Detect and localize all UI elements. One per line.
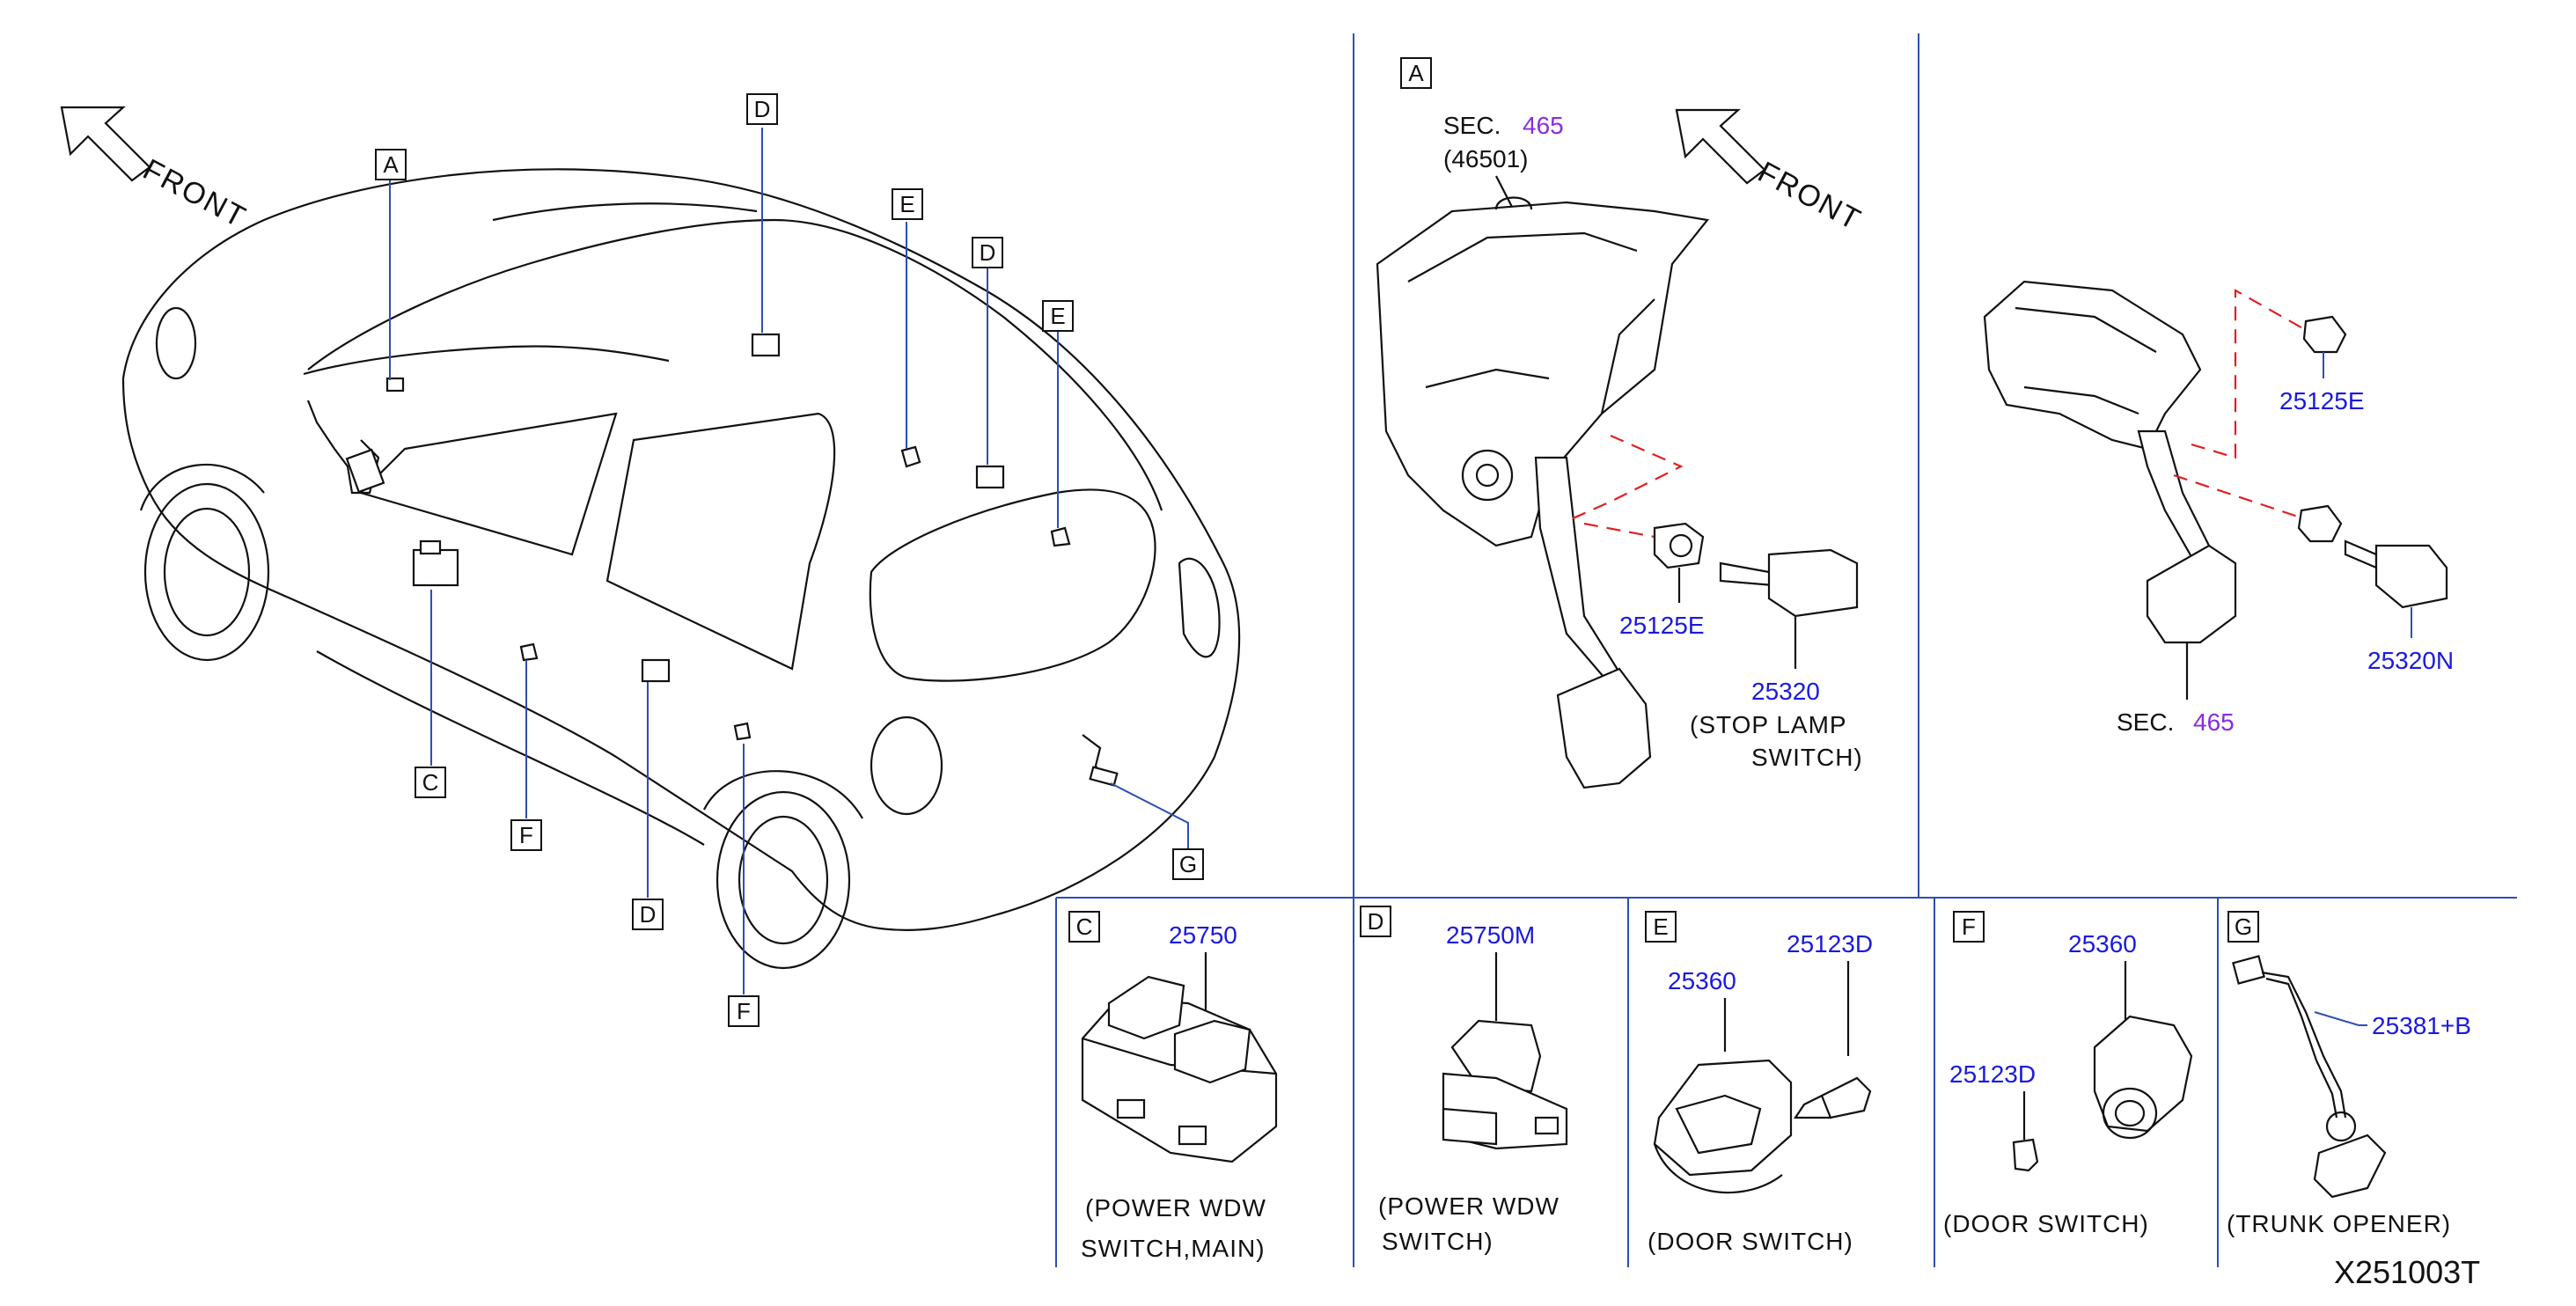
- diagram-code: X251003T: [2334, 1254, 2480, 1290]
- panel-a-sec-sub: (46501): [1443, 145, 1529, 172]
- panel-a-sec-number: 465: [1523, 112, 1564, 139]
- panel-d: D 25750M (POWER WDW SWITCH): [1360, 906, 1568, 1255]
- callout-leaders: [389, 128, 1189, 994]
- panel-d-desc-2: SWITCH): [1382, 1228, 1493, 1255]
- panel-c-desc-1: (POWER WDW: [1085, 1194, 1266, 1222]
- vehicle-outline: [121, 168, 1241, 970]
- panel-g-letter: G: [2235, 913, 2252, 940]
- callout-d-bottom: D: [640, 901, 657, 928]
- panel-dividers: [1055, 33, 2517, 1267]
- panel-e-letter: E: [1653, 913, 1668, 940]
- panel-f-part-b: 25123D: [1949, 1060, 2036, 1088]
- panel-a-variant: SEC. 465 25125E 25320N: [1983, 280, 2454, 736]
- panel-e: E 25360 25123D (DOOR SWITCH): [1645, 911, 1873, 1255]
- panel-c-part: 25750: [1169, 921, 1237, 949]
- panel-f-desc: (DOOR SWITCH): [1943, 1210, 2149, 1237]
- panel-a2-part-25320n: 25320N: [2367, 647, 2454, 674]
- callout-f-bottom: F: [737, 998, 751, 1024]
- callout-e-mid: E: [1050, 303, 1065, 329]
- panel-a-letter: A: [1408, 60, 1424, 86]
- callout-f-left: F: [519, 822, 533, 848]
- front-arrow-main: FRONT: [60, 106, 252, 235]
- panel-c-desc-2: SWITCH,MAIN): [1081, 1235, 1266, 1262]
- panel-a2-sec-number: 465: [2193, 708, 2235, 736]
- panel-f-letter: F: [1962, 913, 1976, 940]
- panel-f-part-a: 25360: [2068, 930, 2137, 957]
- panel-e-part-a: 25360: [1668, 967, 1736, 994]
- callout-g: G: [1179, 851, 1197, 877]
- callout-c: C: [422, 769, 439, 796]
- panel-f: F 25360 25123D (DOOR SWITCH): [1943, 911, 2193, 1237]
- panel-a-part-25320: 25320: [1751, 678, 1820, 705]
- panel-g: G 25381+B (TRUNK OPENER): [2227, 911, 2471, 1237]
- panel-a-stop-lamp-2: SWITCH): [1751, 744, 1863, 771]
- front-label-panel-a: FRONT: [1752, 156, 1867, 238]
- panel-a-stop-lamp-1: (STOP LAMP: [1690, 711, 1847, 738]
- panel-a-part-25125e: 25125E: [1619, 612, 1705, 639]
- panel-a: A SEC. 465 (46501) FRONT 25125E 25320 (: [1376, 57, 1867, 789]
- panel-g-part: 25381+B: [2372, 1012, 2471, 1039]
- panel-e-part-b: 25123D: [1787, 930, 1873, 957]
- callout-boxes: A D E D E C F D F G: [375, 93, 1204, 1027]
- callout-d-top: D: [754, 96, 771, 122]
- panel-d-letter: D: [1368, 908, 1384, 935]
- panel-d-desc-1: (POWER WDW: [1378, 1192, 1560, 1220]
- callout-e-top: E: [899, 191, 914, 217]
- panel-c: C 25750 (POWER WDW SWITCH,MAIN): [1068, 911, 1278, 1262]
- callout-d-mid: D: [980, 239, 996, 266]
- panel-a-sec-prefix: SEC.: [1443, 112, 1501, 139]
- panel-g-desc: (TRUNK OPENER): [2227, 1210, 2451, 1237]
- front-label-main: FRONT: [137, 153, 252, 235]
- panel-c-letter: C: [1076, 913, 1093, 940]
- panel-d-part: 25750M: [1446, 921, 1535, 949]
- panel-a2-sec-prefix: SEC.: [2117, 708, 2174, 736]
- panel-e-desc: (DOOR SWITCH): [1648, 1228, 1853, 1255]
- vehicle-parts: [306, 333, 1119, 787]
- callout-a: A: [383, 151, 399, 178]
- panel-a2-part-25125e: 25125E: [2279, 387, 2365, 415]
